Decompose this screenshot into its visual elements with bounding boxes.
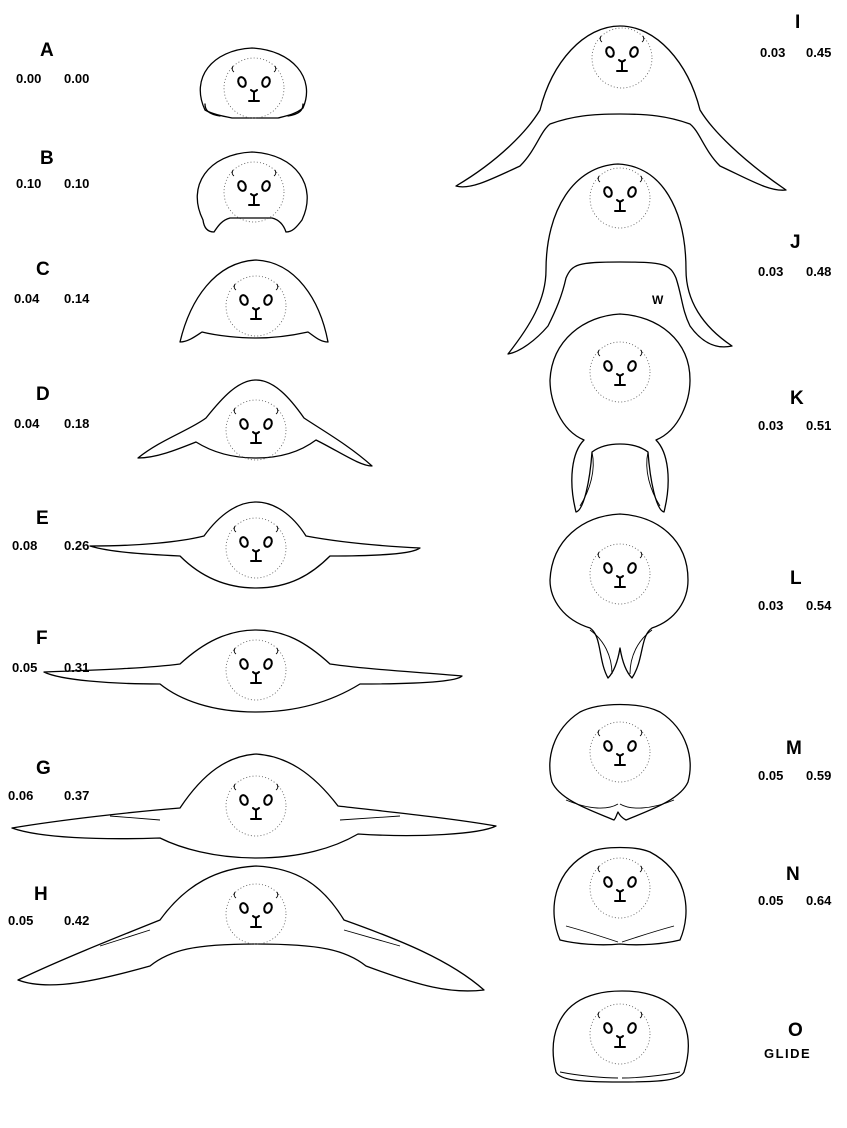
stage-letter: D [36, 384, 50, 405]
stage-value-1: 0.03 [758, 598, 783, 613]
stage-o-figure [553, 991, 688, 1082]
stage-value-1: 0.05 [12, 660, 37, 675]
stage-value-2: 0.26 [64, 538, 89, 553]
stage-label-j: J 0.03 0.48 [758, 232, 831, 279]
stage-value-2: 0.45 [806, 45, 831, 60]
stage-a-figure [200, 48, 306, 118]
stage-value-2: 0.37 [64, 788, 89, 803]
bird-body [197, 152, 307, 232]
stage-label-f: F 0.05 0.31 [12, 628, 89, 675]
wing-left-line [110, 816, 160, 820]
stage-value-2: 0.54 [806, 598, 832, 613]
wing-left-line [566, 926, 618, 942]
stage-e-figure [90, 502, 420, 588]
stage-label-a: A 0.00 0.00 [16, 40, 89, 86]
stage-value-1: 0.06 [8, 788, 33, 803]
stage-value-1: 0.04 [14, 416, 40, 431]
wing-left-line [566, 800, 618, 808]
stage-j-figure: W [508, 164, 732, 354]
bird-body [456, 26, 786, 190]
stage-value-1: 0.04 [14, 291, 40, 306]
wing-left-line [560, 1072, 618, 1078]
wing-right-line [622, 1072, 680, 1078]
stage-letter: L [790, 568, 802, 589]
stage-label-m: M 0.05 0.59 [758, 738, 831, 783]
stage-h-figure [18, 866, 484, 991]
glide-label: GLIDE [764, 1046, 811, 1061]
stage-value-1: 0.10 [16, 176, 41, 191]
stage-value-1: 0.05 [8, 913, 33, 928]
stage-label-o: O GLIDE [764, 1020, 811, 1061]
bird-body [180, 260, 328, 342]
bird-body [138, 380, 372, 466]
stage-label-l: L 0.03 0.54 [758, 568, 832, 613]
bird-body [12, 754, 496, 858]
stage-letter: N [786, 864, 800, 885]
stage-value-1: 0.08 [12, 538, 37, 553]
bird-body [550, 514, 688, 678]
stage-label-n: N 0.05 0.64 [758, 864, 832, 908]
stage-i-figure [456, 26, 786, 190]
bird-body [200, 48, 306, 118]
stage-value-2: 0.18 [64, 416, 89, 431]
stage-letter: I [795, 12, 800, 33]
stage-value-1: 0.03 [760, 45, 785, 60]
stage-letter: J [790, 232, 801, 253]
stage-letter: E [36, 508, 49, 529]
stage-g-figure [12, 754, 496, 858]
stage-value-2: 0.64 [806, 893, 832, 908]
stage-letter: C [36, 259, 50, 280]
stage-letter: A [40, 40, 54, 61]
stage-label-h: H 0.05 0.42 [8, 884, 89, 928]
stage-b-figure [197, 152, 307, 232]
stage-d-figure [138, 380, 372, 466]
stage-label-k: K 0.03 0.51 [758, 388, 831, 433]
stage-letter: M [786, 738, 802, 759]
wing-label: W [652, 293, 664, 307]
wing-left-line [590, 630, 612, 674]
stage-value-1: 0.05 [758, 893, 783, 908]
wing-right-line [622, 926, 674, 942]
stage-value-2: 0.00 [64, 71, 89, 86]
bird-body [90, 502, 420, 588]
stage-label-e: E 0.08 0.26 [12, 508, 89, 553]
wing-right-line [620, 800, 674, 808]
wing-left-line [100, 930, 150, 946]
stage-label-g: G 0.06 0.37 [8, 758, 89, 803]
stage-letter: H [34, 884, 48, 905]
bird-body [18, 866, 484, 991]
stage-value-1: 0.03 [758, 418, 783, 433]
stage-value-2: 0.10 [64, 176, 89, 191]
stage-k-figure [550, 314, 690, 512]
stage-l-figure [550, 514, 688, 678]
stage-label-c: C 0.04 0.14 [14, 259, 90, 306]
stage-letter: K [790, 388, 804, 409]
stage-value-1: 0.00 [16, 71, 41, 86]
stage-value-2: 0.48 [806, 264, 831, 279]
stage-letter: O [788, 1020, 803, 1041]
stage-letter: G [36, 758, 51, 779]
bird-body [550, 314, 690, 512]
stage-value-1: 0.05 [758, 768, 783, 783]
stage-value-2: 0.42 [64, 913, 89, 928]
stage-label-d: D 0.04 0.18 [14, 384, 89, 431]
bird-body [508, 164, 732, 354]
stage-value-2: 0.14 [64, 291, 90, 306]
stage-label-b: B 0.10 0.10 [16, 148, 89, 191]
stage-letter: F [36, 628, 48, 649]
stage-label-i: I 0.03 0.45 [760, 12, 831, 60]
stage-n-figure [554, 848, 686, 945]
stage-value-2: 0.59 [806, 768, 831, 783]
stage-value-2: 0.31 [64, 660, 89, 675]
stage-f-figure [44, 630, 462, 712]
stage-value-1: 0.03 [758, 264, 783, 279]
stage-c-figure [180, 260, 328, 342]
stage-value-2: 0.51 [806, 418, 831, 433]
stage-letter: B [40, 148, 54, 169]
wing-right-line [340, 816, 400, 820]
stage-m-figure [550, 705, 690, 821]
